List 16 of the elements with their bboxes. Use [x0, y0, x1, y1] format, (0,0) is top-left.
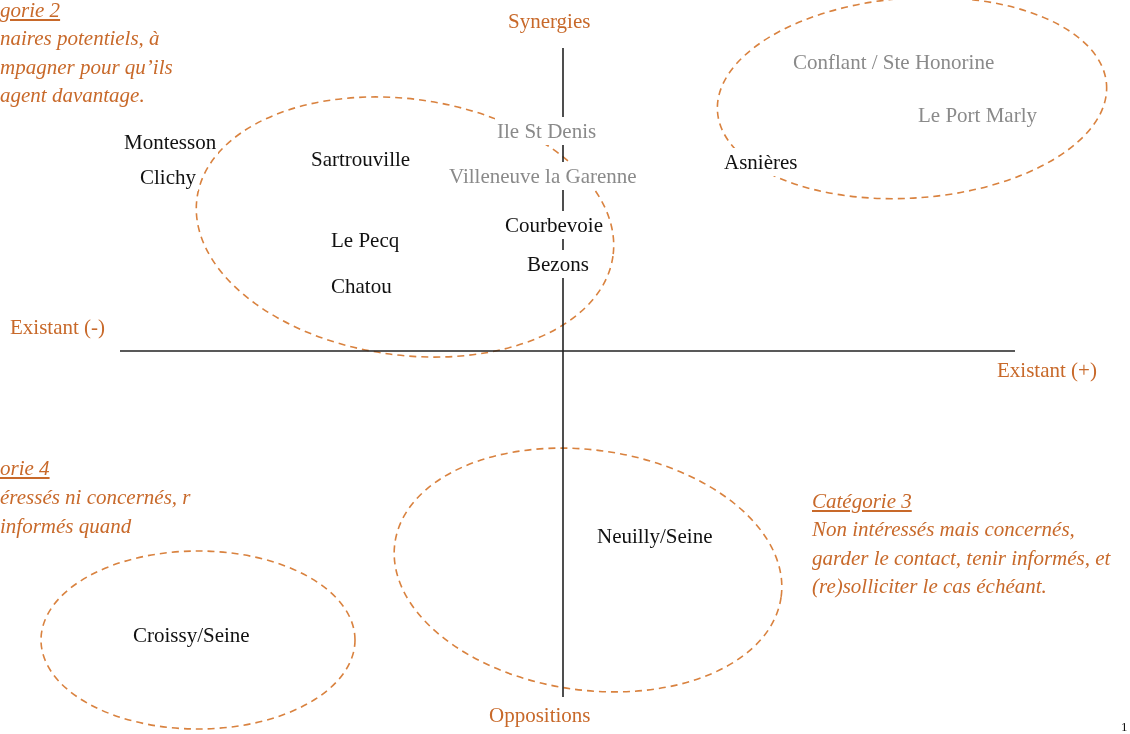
place-name: Bezons — [525, 250, 591, 278]
place-name: Ile St Denis — [495, 117, 599, 145]
place-name: Villeneuve la Garenne — [447, 162, 639, 190]
axis-label: Existant (-) — [10, 314, 106, 341]
category-description: naires potentiels, à mpagner pour qu’ils agent davantage. — [0, 25, 174, 109]
place-name: Courbevoie — [503, 211, 605, 239]
axis-label: Oppositions — [489, 702, 591, 729]
axis-label: Existant (+) — [997, 357, 1097, 384]
category-description: Non intéressés mais concernés, garder le contact, tenir informés, et (re)solliciter le cas échéant. — [812, 516, 1112, 600]
page-number: 1 — [1121, 720, 1128, 734]
place-name: Asnières — [722, 148, 800, 176]
category-heading: orie 4 — [0, 455, 50, 482]
axis-label: Synergies — [508, 8, 591, 35]
category-heading: gorie 2 — [0, 0, 61, 24]
category-description: éressés ni concernés, r informés quand — [0, 484, 192, 540]
category-heading: Catégorie 3 — [812, 488, 912, 515]
